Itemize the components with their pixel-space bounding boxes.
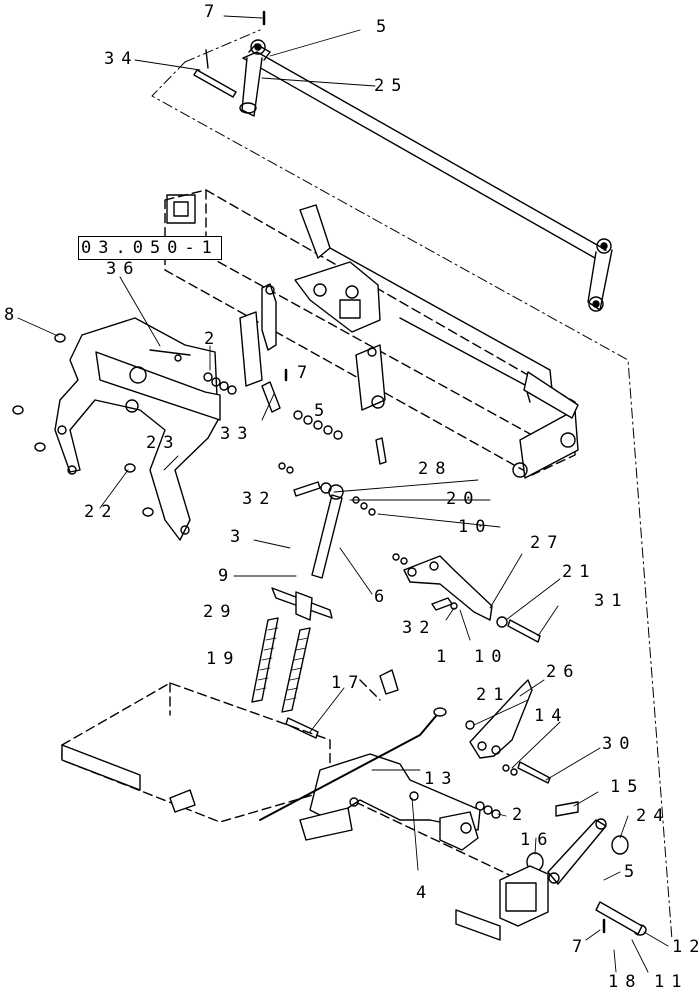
callout-29: 29	[203, 602, 238, 622]
callout-32-lower: 32	[402, 618, 437, 638]
main-frame	[164, 189, 576, 476]
callout-14: 14	[534, 706, 569, 726]
callout-22: 22	[84, 502, 119, 522]
frame-end-cap	[166, 194, 579, 479]
callout-26: 26	[546, 662, 581, 682]
callout-10-lower: 10	[474, 647, 509, 667]
callout-16: 16	[520, 830, 555, 850]
callout-9: 9	[218, 566, 236, 586]
callout-34: 34	[104, 49, 139, 69]
reference-text: 03.050-1	[81, 238, 219, 258]
leader-lines	[17, 15, 669, 973]
frame-bracket	[294, 204, 579, 419]
callout-4: 4	[416, 883, 434, 903]
callout-12: 12	[672, 937, 699, 957]
callout-8: 8	[4, 305, 22, 325]
callout-18: 18	[608, 972, 643, 992]
lower-frame-tube	[61, 744, 549, 941]
assembly-boundary-line	[151, 29, 673, 941]
callout-7-top: 7	[204, 2, 222, 22]
callout-20: 20	[446, 489, 481, 509]
lower-bracket	[299, 753, 481, 851]
callout-33: 33	[220, 424, 255, 444]
callout-6: 6	[374, 587, 392, 607]
callout-10-upper: 10	[458, 517, 493, 537]
callout-7-lower: 7	[572, 937, 590, 957]
callout-28: 28	[418, 459, 453, 479]
spring-bracket	[271, 587, 333, 621]
callout-3: 3	[230, 527, 248, 547]
callout-21-upper: 21	[562, 562, 597, 582]
callout-23: 23	[146, 433, 181, 453]
reference-box: 03.050-1	[78, 236, 222, 260]
callout-19: 19	[206, 649, 241, 669]
callout-32-upper: 32	[242, 489, 277, 509]
callout-5-mid: 5	[314, 401, 332, 421]
callout-31: 31	[594, 591, 629, 611]
callout-2-lower: 2	[512, 805, 530, 825]
callout-2-upper: 2	[204, 329, 222, 349]
callout-17: 17	[331, 673, 366, 693]
callout-15: 15	[610, 777, 645, 797]
hitch-plates	[54, 317, 221, 541]
gauge-arm	[403, 555, 493, 621]
callout-11: 11	[654, 972, 689, 992]
connecting-link	[547, 818, 607, 885]
depth-arm	[469, 679, 533, 759]
callout-24: 24	[636, 806, 671, 826]
callout-13: 13	[424, 769, 459, 789]
callout-5-lower: 5	[624, 862, 642, 882]
extension-springs	[251, 617, 311, 713]
callout-1: 1	[436, 647, 454, 667]
callout-21-lower: 21	[476, 685, 511, 705]
rockshaft-bar	[239, 39, 613, 312]
pin-34	[193, 10, 266, 98]
adjusting-link-rod	[311, 484, 344, 579]
callout-27: 27	[530, 533, 565, 553]
callout-25: 25	[374, 76, 409, 96]
callout-5-top: 5	[376, 17, 394, 37]
frame-lift-link	[239, 283, 386, 411]
control-cable	[259, 669, 447, 821]
callout-30: 30	[602, 734, 637, 754]
callout-36: 36	[106, 259, 141, 279]
callout-7-mid: 7	[297, 363, 315, 383]
